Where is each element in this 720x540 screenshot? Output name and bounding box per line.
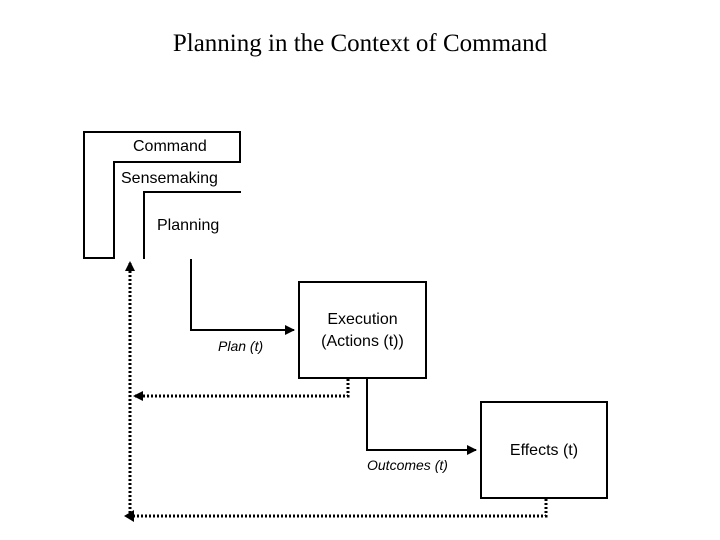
effects-label: Effects (t): [509, 442, 579, 459]
planning-label: Planning: [157, 217, 220, 234]
effects-feedback-arrow: [125, 261, 548, 518]
outcomes-flow-label: Outcomes (t): [367, 457, 448, 473]
execution-label: Execution: [327, 311, 398, 328]
execution-feedback-arrow: [133, 379, 350, 401]
outcomes-arrow: [366, 379, 477, 455]
plan-flow-label: Plan (t): [218, 338, 264, 354]
planning-box: [143, 191, 241, 259]
diagram-title: Planning in the Context of Command: [172, 30, 548, 57]
sensemaking-label: Sensemaking: [121, 170, 218, 187]
command-label: Command: [133, 138, 207, 155]
execution-actions-label: (Actions (t)): [321, 333, 404, 350]
effects-box: [480, 401, 608, 499]
effects-feedback-left-arrowhead: [124, 510, 134, 522]
execution-box: [298, 281, 427, 379]
plan-arrow: [190, 259, 295, 335]
